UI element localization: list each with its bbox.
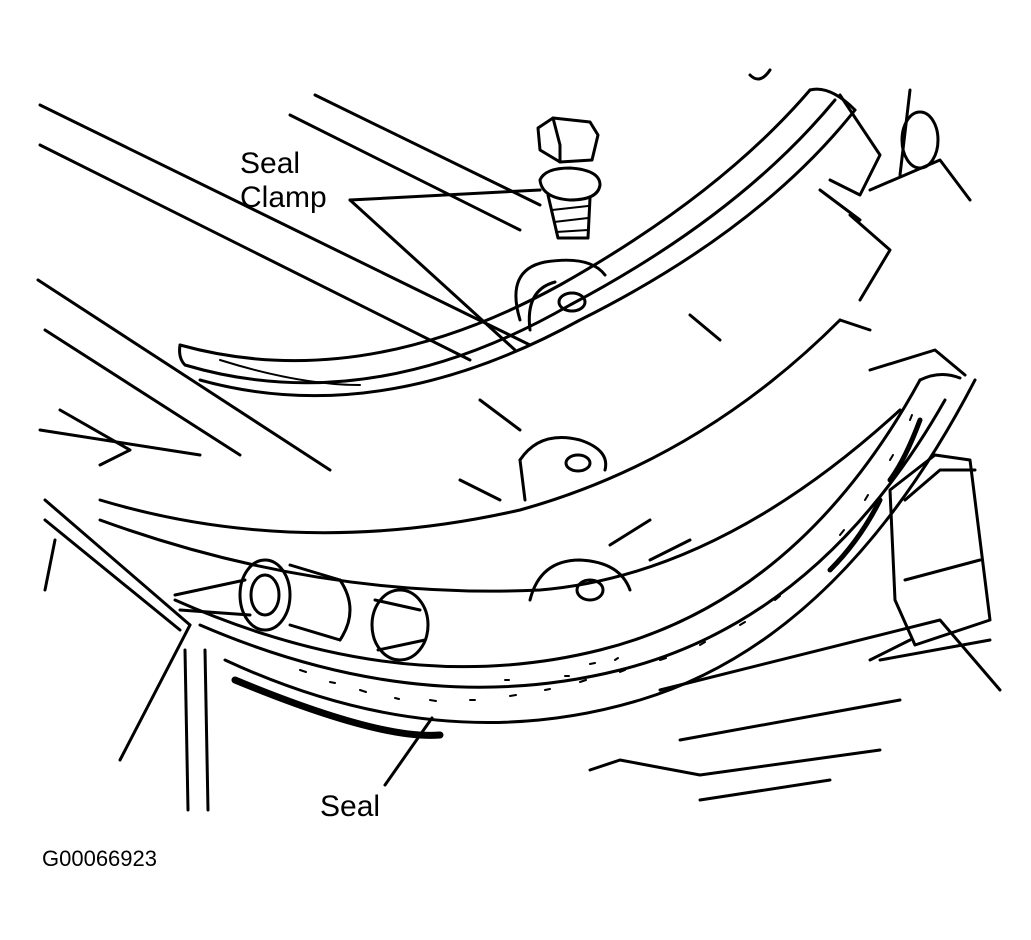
seal-clamp-strip [178,87,857,398]
shaft-bearing [173,558,430,662]
seal-clamp-leaders [348,188,542,352]
bolt [536,116,602,240]
figure-id: G00066923 [42,846,157,871]
seal-clamp-label-line1: Seal [240,147,301,180]
seal-label: Seal [320,790,381,823]
seal-clamp-label-line2: Clamp [240,181,327,214]
lower-right-panel [588,618,1002,802]
seal-ring [173,348,977,739]
lower-left-frame [43,498,210,812]
upper-right-bracket [818,88,972,302]
lower-flange [98,408,902,602]
mid-flange [98,313,872,535]
seal-leader [383,716,434,787]
seal-texture [299,414,913,702]
right-block [868,453,992,662]
housing-panel-lines [36,68,772,472]
clamp-tab [514,258,607,332]
